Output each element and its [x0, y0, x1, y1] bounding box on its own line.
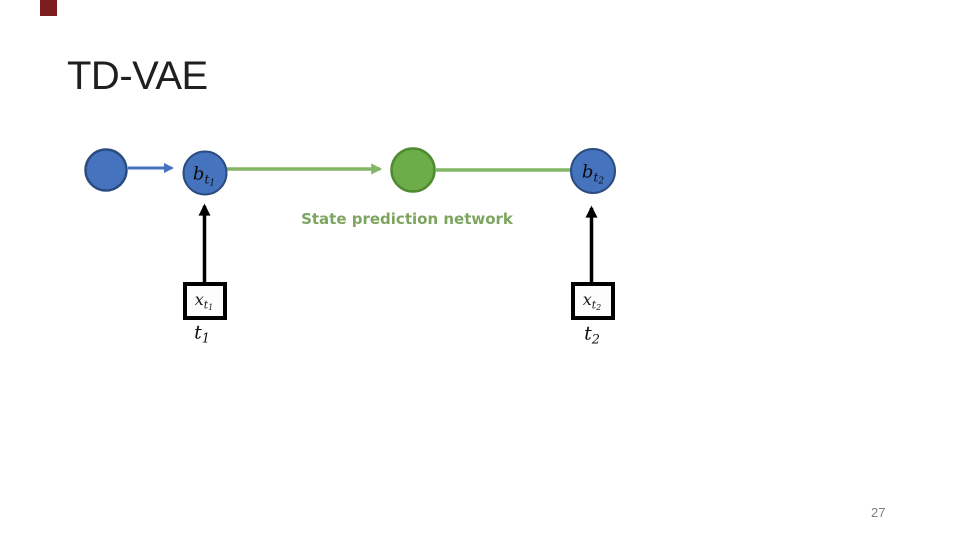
- observation-t2-label: xt2: [582, 290, 602, 312]
- observation-box-t1: [183, 282, 227, 320]
- time-t2-label: t2: [584, 322, 600, 348]
- belief-node-t2: [570, 148, 616, 194]
- red-marker: [40, 0, 57, 16]
- belief-node-t1: [182, 150, 228, 196]
- observation-box-t2: [571, 282, 615, 320]
- page-title: TD-VAE: [67, 54, 208, 98]
- belief-t2-label: bt2: [581, 161, 605, 187]
- belief-node-start: [84, 148, 128, 192]
- page-number: 27: [871, 505, 886, 520]
- state-prediction-caption: State prediction network: [301, 210, 513, 228]
- belief-t1-label: bt1: [192, 163, 216, 189]
- time-t1-label: t1: [194, 321, 210, 347]
- state-prediction-node: [390, 147, 436, 193]
- observation-t1-label: xt1: [194, 290, 214, 312]
